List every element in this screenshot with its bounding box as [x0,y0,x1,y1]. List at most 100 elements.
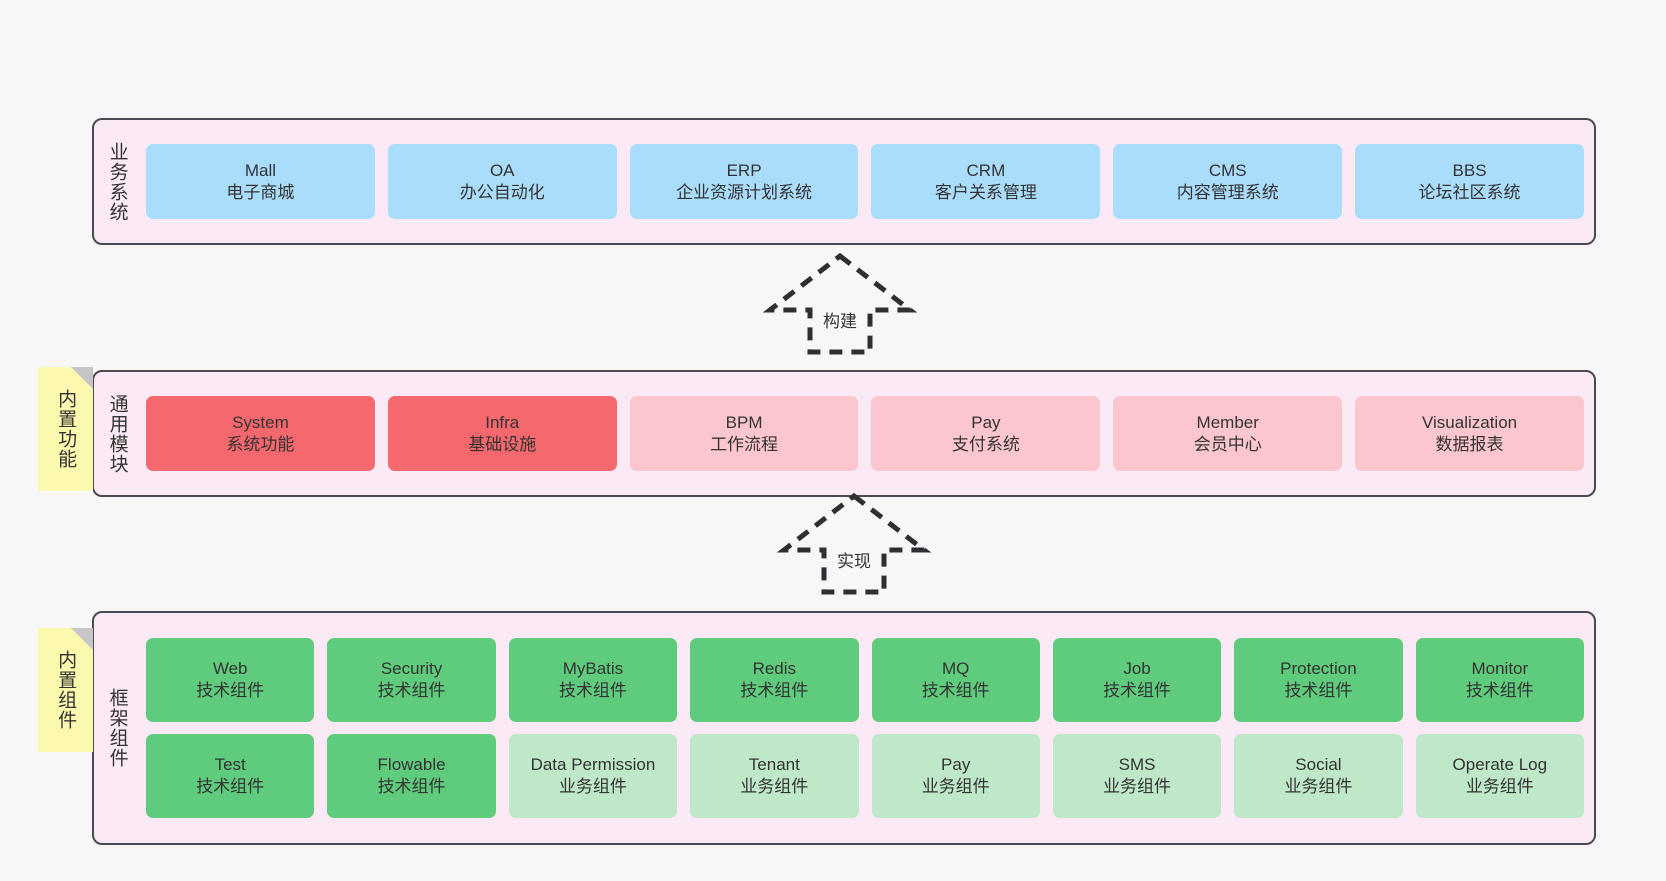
card-subtitle: 企业资源计划系统 [676,182,813,202]
card-subtitle: 办公自动化 [459,182,545,202]
card-cms[interactable]: CMS 内容管理系统 [1113,144,1343,219]
card-title: Web [212,659,248,679]
card-subtitle: 内容管理系统 [1176,182,1279,202]
card-title: Test [214,755,246,775]
card-title: Operate Log [1452,755,1548,775]
card-title: SMS [1118,755,1156,775]
sticky-note-label: 内置功能 [55,389,77,469]
card-subtitle: 技术组件 [921,681,990,700]
layer-business-systems: 业务系统 Mall 电子商城 OA 办公自动化 ERP 企业资源计划系统 CRM… [92,118,1596,245]
card-title: OA [489,160,515,180]
card-subtitle: 技术组件 [1103,681,1172,700]
card-crm[interactable]: CRM 客户关系管理 [871,144,1101,219]
card-data-permission[interactable]: Data Permission 业务组件 [508,734,678,818]
layer-title-framework-components: 框架组件 [106,688,128,768]
card-subtitle: 技术组件 [196,777,265,796]
card-subtitle: 技术组件 [740,681,809,700]
layer-title-common-modules: 通用模块 [106,393,128,474]
card-row: Mall 电子商城 OA 办公自动化 ERP 企业资源计划系统 CRM 客户关系… [146,144,1584,219]
card-title: MQ [941,659,970,679]
card-pay-component[interactable]: Pay 业务组件 [871,734,1040,818]
arrow-build-label: 构建 [823,312,857,331]
card-row: Test 技术组件 Flowable 技术组件 Data Permission … [146,734,1584,818]
layer-body-business-systems: Mall 电子商城 OA 办公自动化 ERP 企业资源计划系统 CRM 客户关系… [140,120,1594,243]
card-mq[interactable]: MQ 技术组件 [871,638,1040,722]
card-row: System 系统功能 Infra 基础设施 BPM 工作流程 Pay 支付系统… [146,396,1584,471]
card-subtitle: 技术组件 [1284,681,1353,700]
card-member[interactable]: Member 会员中心 [1113,396,1343,471]
card-erp[interactable]: ERP 企业资源计划系统 [629,144,859,219]
card-subtitle: 业务组件 [558,777,627,796]
sticky-note-builtin-functions: 内置功能 [38,367,93,491]
folded-corner-icon [71,367,93,389]
card-pay-module[interactable]: Pay 支付系统 [871,396,1101,471]
arrow-implement-icon [776,492,932,595]
card-subtitle: 业务组件 [921,777,990,796]
card-title: Infra [485,412,520,432]
card-row: Web 技术组件 Security 技术组件 MyBatis 技术组件 Redi… [146,638,1584,722]
arrow-implement: 实现 [774,492,934,596]
card-title: CMS [1208,160,1247,180]
card-mybatis[interactable]: MyBatis 技术组件 [508,638,678,722]
card-title: Pay [941,755,971,775]
arrow-build-icon [762,252,918,355]
card-bpm[interactable]: BPM 工作流程 [629,396,859,471]
card-subtitle: 技术组件 [1465,681,1534,700]
card-subtitle: 会员中心 [1193,434,1262,454]
layer-body-framework-components: Web 技术组件 Security 技术组件 MyBatis 技术组件 Redi… [140,613,1594,843]
card-title: MyBatis [562,659,624,679]
card-subtitle: 论坛社区系统 [1418,182,1521,202]
card-title: Flowable [377,755,446,775]
card-subtitle: 基础设施 [468,434,537,454]
card-title: CRM [966,160,1006,180]
card-bbs[interactable]: BBS 论坛社区系统 [1355,144,1584,219]
card-web[interactable]: Web 技术组件 [146,638,315,722]
card-system[interactable]: System 系统功能 [146,396,375,471]
card-subtitle: 技术组件 [377,681,446,700]
card-monitor[interactable]: Monitor 技术组件 [1415,638,1584,722]
card-title: Data Permission [530,755,656,775]
card-subtitle: 系统功能 [226,434,295,454]
folded-corner-icon [71,628,93,650]
card-social[interactable]: Social 业务组件 [1234,734,1403,818]
card-subtitle: 技术组件 [196,681,265,700]
card-test[interactable]: Test 技术组件 [146,734,315,818]
card-subtitle: 业务组件 [1284,777,1353,796]
card-title: ERP [726,160,762,180]
card-title: Visualization [1421,412,1518,432]
card-title: System [232,412,289,432]
card-title: BBS [1452,160,1487,180]
card-oa[interactable]: OA 办公自动化 [387,144,617,219]
card-title: Job [1123,659,1151,679]
card-sms[interactable]: SMS 业务组件 [1052,734,1222,818]
card-redis[interactable]: Redis 技术组件 [690,638,859,722]
card-tenant[interactable]: Tenant 业务组件 [690,734,859,818]
card-subtitle: 客户关系管理 [934,182,1037,202]
card-operate-log[interactable]: Operate Log 业务组件 [1415,734,1584,818]
card-title: Monitor [1471,659,1529,679]
card-title: Tenant [748,755,800,775]
layer-body-common-modules: System 系统功能 Infra 基础设施 BPM 工作流程 Pay 支付系统… [140,372,1594,495]
layer-common-modules: 通用模块 System 系统功能 Infra 基础设施 BPM 工作流程 Pay… [92,370,1596,497]
card-subtitle: 业务组件 [1103,777,1172,796]
card-title: Pay [971,412,1001,432]
card-infra[interactable]: Infra 基础设施 [387,396,617,471]
card-visualization[interactable]: Visualization 数据报表 [1355,396,1584,471]
card-subtitle: 数据报表 [1435,434,1504,454]
card-subtitle: 工作流程 [710,434,779,454]
card-mall[interactable]: Mall 电子商城 [146,144,375,219]
sticky-note-builtin-components: 内置组件 [38,628,93,752]
card-subtitle: 业务组件 [1465,777,1534,796]
card-title: Social [1295,755,1342,775]
arrow-build: 构建 [760,252,920,356]
card-job[interactable]: Job 技术组件 [1052,638,1222,722]
card-security[interactable]: Security 技术组件 [327,638,496,722]
card-flowable[interactable]: Flowable 技术组件 [327,734,496,818]
card-subtitle: 技术组件 [377,777,446,796]
card-title: Member [1196,412,1259,432]
layer-framework-components: 框架组件 Web 技术组件 Security 技术组件 MyBatis 技术组件… [92,611,1596,845]
card-subtitle: 技术组件 [558,681,627,700]
card-protection[interactable]: Protection 技术组件 [1234,638,1403,722]
card-title: BPM [725,412,763,432]
